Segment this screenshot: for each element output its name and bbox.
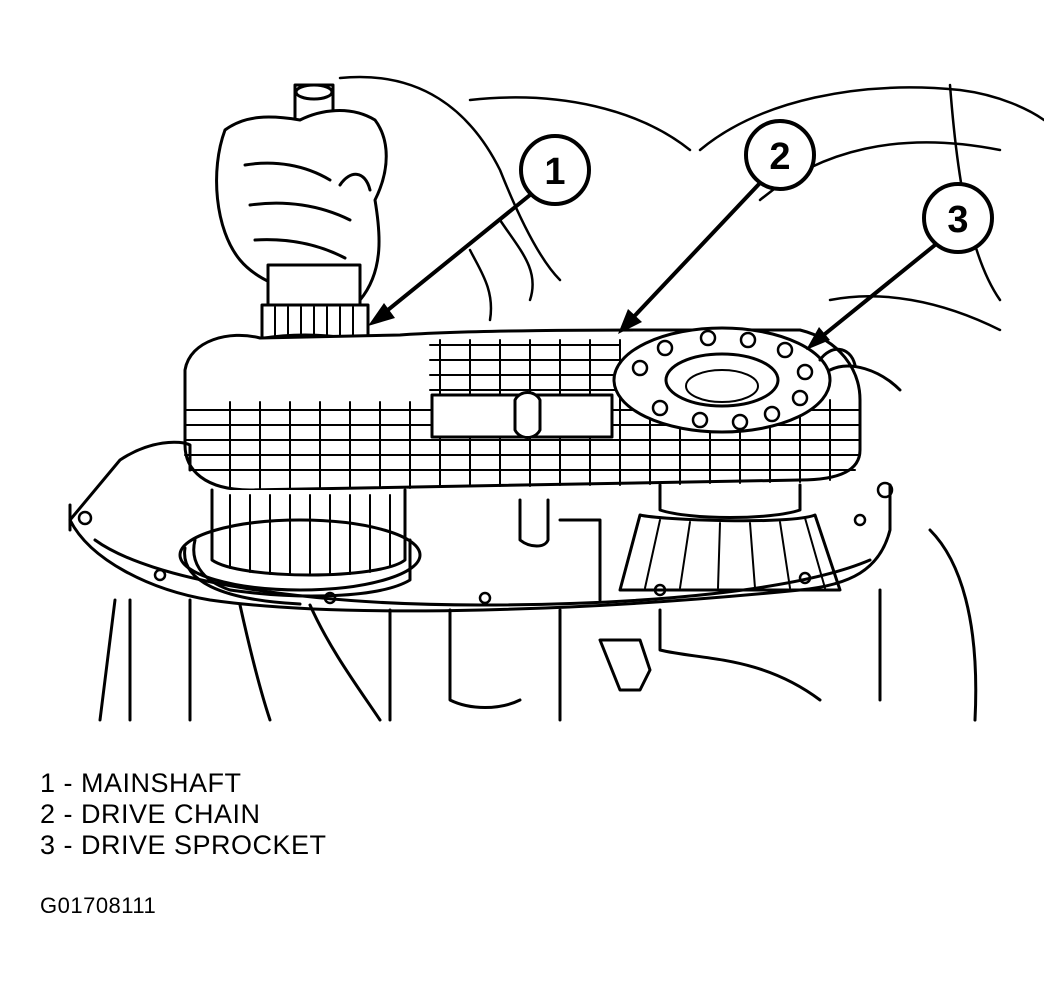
figure-id: G01708111 [40, 893, 157, 918]
callout-1-number: 1 [544, 151, 565, 193]
lower-gear [178, 483, 842, 592]
transfer-case-illustration: 1 2 3 [68, 75, 1044, 722]
legend-item-drive-chain: 2 - DRIVE CHAIN [40, 799, 261, 829]
hand-with-tool [215, 83, 388, 302]
callout-1: 1 [519, 134, 591, 206]
callout-leaders [376, 181, 937, 344]
drive-sprocket [612, 326, 902, 434]
callout-3-number: 3 [947, 199, 968, 241]
callout-3: 3 [922, 182, 994, 254]
callout-2: 2 [744, 119, 816, 191]
callout-arrowheads [368, 303, 830, 350]
callout-2-number: 2 [769, 136, 790, 178]
legend-item-mainshaft: 1 - MAINSHAFT [40, 768, 242, 798]
legend-item-drive-sprocket: 3 - DRIVE SPROCKET [40, 830, 327, 860]
transfer-case-housing [68, 440, 978, 722]
parts-legend: 1 - MAINSHAFT 2 - DRIVE CHAIN 3 - DRIVE … [40, 768, 327, 861]
